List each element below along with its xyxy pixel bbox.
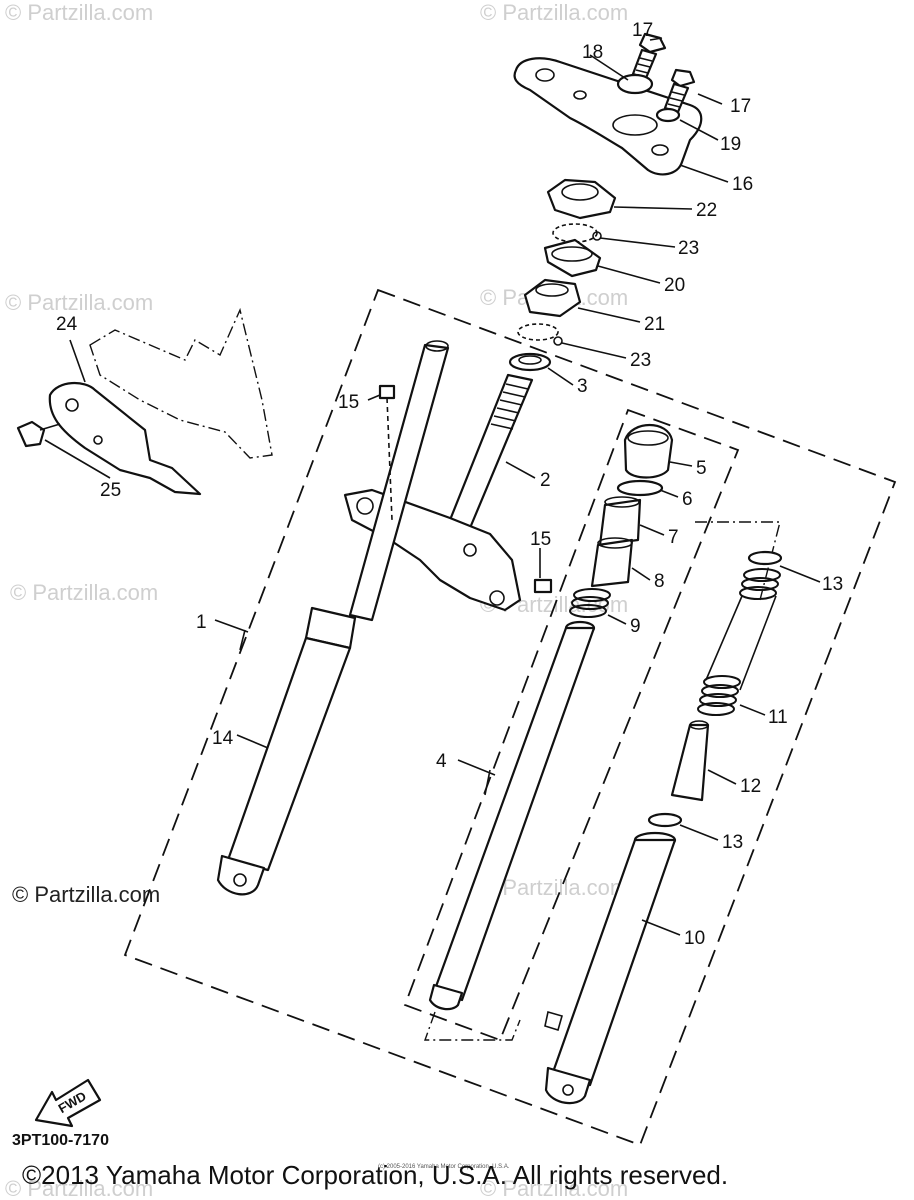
assembly-outline-inner-tube bbox=[403, 408, 740, 1042]
ref-17-top: 17 bbox=[632, 20, 653, 41]
headlight-bracket-cover bbox=[48, 307, 273, 496]
ref-17-right: 17 bbox=[730, 96, 751, 117]
ref-4: 4 bbox=[436, 751, 447, 772]
small-copyright: (c) 2005-2016 Yamaha Motor Corporation, … bbox=[378, 1164, 510, 1170]
ref-23-top: 23 bbox=[678, 238, 699, 259]
ref-8: 8 bbox=[654, 571, 665, 592]
ref-2: 2 bbox=[540, 470, 551, 491]
assembly-outline-spring bbox=[695, 521, 781, 601]
fork-outer-tube-right bbox=[544, 831, 677, 1105]
bearing-ring bbox=[517, 323, 563, 346]
ref-20: 20 bbox=[664, 275, 685, 296]
circlip bbox=[616, 479, 664, 497]
ref-18: 18 bbox=[582, 42, 603, 63]
seal bbox=[508, 352, 552, 372]
ref-7: 7 bbox=[668, 527, 679, 548]
watermark: © Partzilla.com bbox=[5, 1176, 153, 1200]
ref-1: 1 bbox=[196, 612, 207, 633]
ref-5: 5 bbox=[696, 458, 707, 479]
spacer bbox=[598, 496, 642, 547]
inner-tube bbox=[428, 620, 596, 1011]
ref-15-lower: 15 bbox=[530, 529, 551, 550]
ref-11: 11 bbox=[768, 707, 788, 728]
leader-lines bbox=[44, 37, 821, 936]
ref-10: 10 bbox=[684, 928, 705, 949]
ref-24: 24 bbox=[56, 314, 78, 335]
ref-22: 22 bbox=[696, 200, 717, 221]
bolt bbox=[663, 68, 696, 114]
ref-9: 9 bbox=[630, 616, 641, 637]
assembly-outline-bottom bbox=[424, 1011, 521, 1041]
ref-25: 25 bbox=[100, 480, 121, 501]
ref-6: 6 bbox=[682, 489, 693, 510]
fork-outer-tube bbox=[216, 340, 450, 896]
damper-rod bbox=[670, 720, 710, 802]
spacer bbox=[590, 537, 634, 588]
fork-cap bbox=[623, 424, 674, 479]
watermark: © Partzilla.com bbox=[5, 290, 153, 315]
bearing bbox=[523, 278, 582, 318]
ref-14: 14 bbox=[212, 728, 234, 749]
watermark: © Partzilla.com bbox=[10, 580, 158, 605]
ref-19: 19 bbox=[720, 134, 741, 155]
watermark-dark: © Partzilla.com bbox=[12, 882, 160, 907]
bolt bbox=[378, 384, 396, 521]
spring bbox=[569, 588, 611, 618]
ring-nut bbox=[546, 178, 617, 220]
assembly-outline-fork bbox=[123, 288, 897, 1147]
ref-12: 12 bbox=[740, 776, 761, 797]
watermark: © Partzilla.com bbox=[5, 0, 153, 25]
o-ring bbox=[647, 812, 683, 828]
part-reference-labels: 17 18 17 19 16 22 23 20 21 23 3 2 5 6 7 … bbox=[56, 20, 843, 949]
ref-23-lower: 23 bbox=[630, 350, 651, 371]
ref-3: 3 bbox=[577, 376, 588, 397]
fork-spring bbox=[697, 568, 781, 716]
ref-21: 21 bbox=[644, 314, 665, 335]
bearing-ring bbox=[552, 223, 602, 243]
diagram-code: 3PT100-7170 bbox=[12, 1132, 109, 1149]
ref-15-upper: 15 bbox=[338, 392, 359, 413]
washer bbox=[655, 107, 681, 123]
watermark: © Partzilla.com bbox=[480, 1176, 628, 1200]
ref-16: 16 bbox=[732, 174, 753, 195]
copyright-notice: ©2013 Yamaha Motor Corporation, U.S.A. A… bbox=[22, 1160, 728, 1190]
watermark: © Partzilla.com bbox=[480, 0, 628, 25]
ref-13-top: 13 bbox=[822, 574, 843, 595]
bolt bbox=[533, 578, 553, 594]
forward-direction-arrow: FWD bbox=[34, 1078, 102, 1128]
bolt bbox=[16, 420, 61, 448]
bearing bbox=[543, 238, 602, 278]
ref-13-lower: 13 bbox=[722, 832, 743, 853]
o-ring bbox=[747, 550, 783, 566]
upper-bracket bbox=[513, 57, 703, 176]
